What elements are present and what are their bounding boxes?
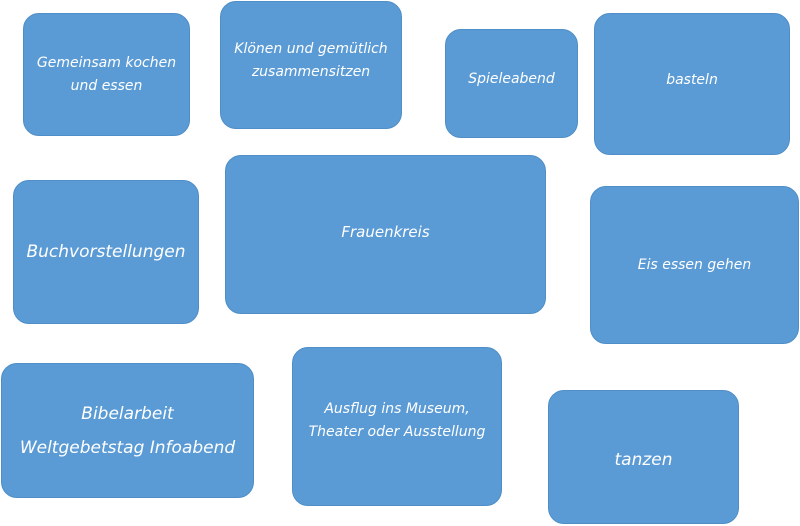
activity-box-games: Spieleabend (445, 29, 578, 138)
activity-box-icecream: Eis essen gehen (590, 186, 799, 344)
activity-label-line: Gemeinsam kochen (36, 54, 177, 71)
activity-box-dance: tanzen (548, 390, 739, 524)
activity-label-line: zusammensitzen (251, 64, 371, 80)
activity-box-books: Buchvorstellungen (13, 180, 199, 324)
activity-label-line: Theater oder Ausstellung (308, 423, 486, 440)
activity-label: basteln (666, 71, 718, 88)
activity-label: Eis essen gehen (637, 256, 752, 273)
central-topic-label: Frauenkreis (341, 223, 430, 241)
activity-label-line: Ausflug ins Museum, (324, 400, 470, 417)
activity-label-line: Klönen und gemütlich (234, 41, 388, 57)
activity-label: tanzen (614, 450, 673, 470)
activity-label-line: und essen (70, 77, 143, 94)
activity-label-line: Weltgebetstag Infoabend (19, 437, 236, 458)
activity-box-excursion: Ausflug ins Museum, Theater oder Ausstel… (292, 347, 502, 506)
activity-label: Buchvorstellungen (26, 242, 186, 262)
activity-label: Spieleabend (468, 71, 555, 87)
central-topic-box: Frauenkreis (225, 155, 546, 314)
activity-box-crafts: basteln (594, 13, 790, 155)
activity-box-chatting: Klönen und gemütlich zusammensitzen (220, 1, 402, 129)
activity-box-bible: Bibelarbeit Weltgebetstag Infoabend (1, 363, 254, 498)
activity-box-cooking: Gemeinsam kochen und essen (23, 13, 190, 136)
activity-label-line: Bibelarbeit (81, 403, 174, 424)
